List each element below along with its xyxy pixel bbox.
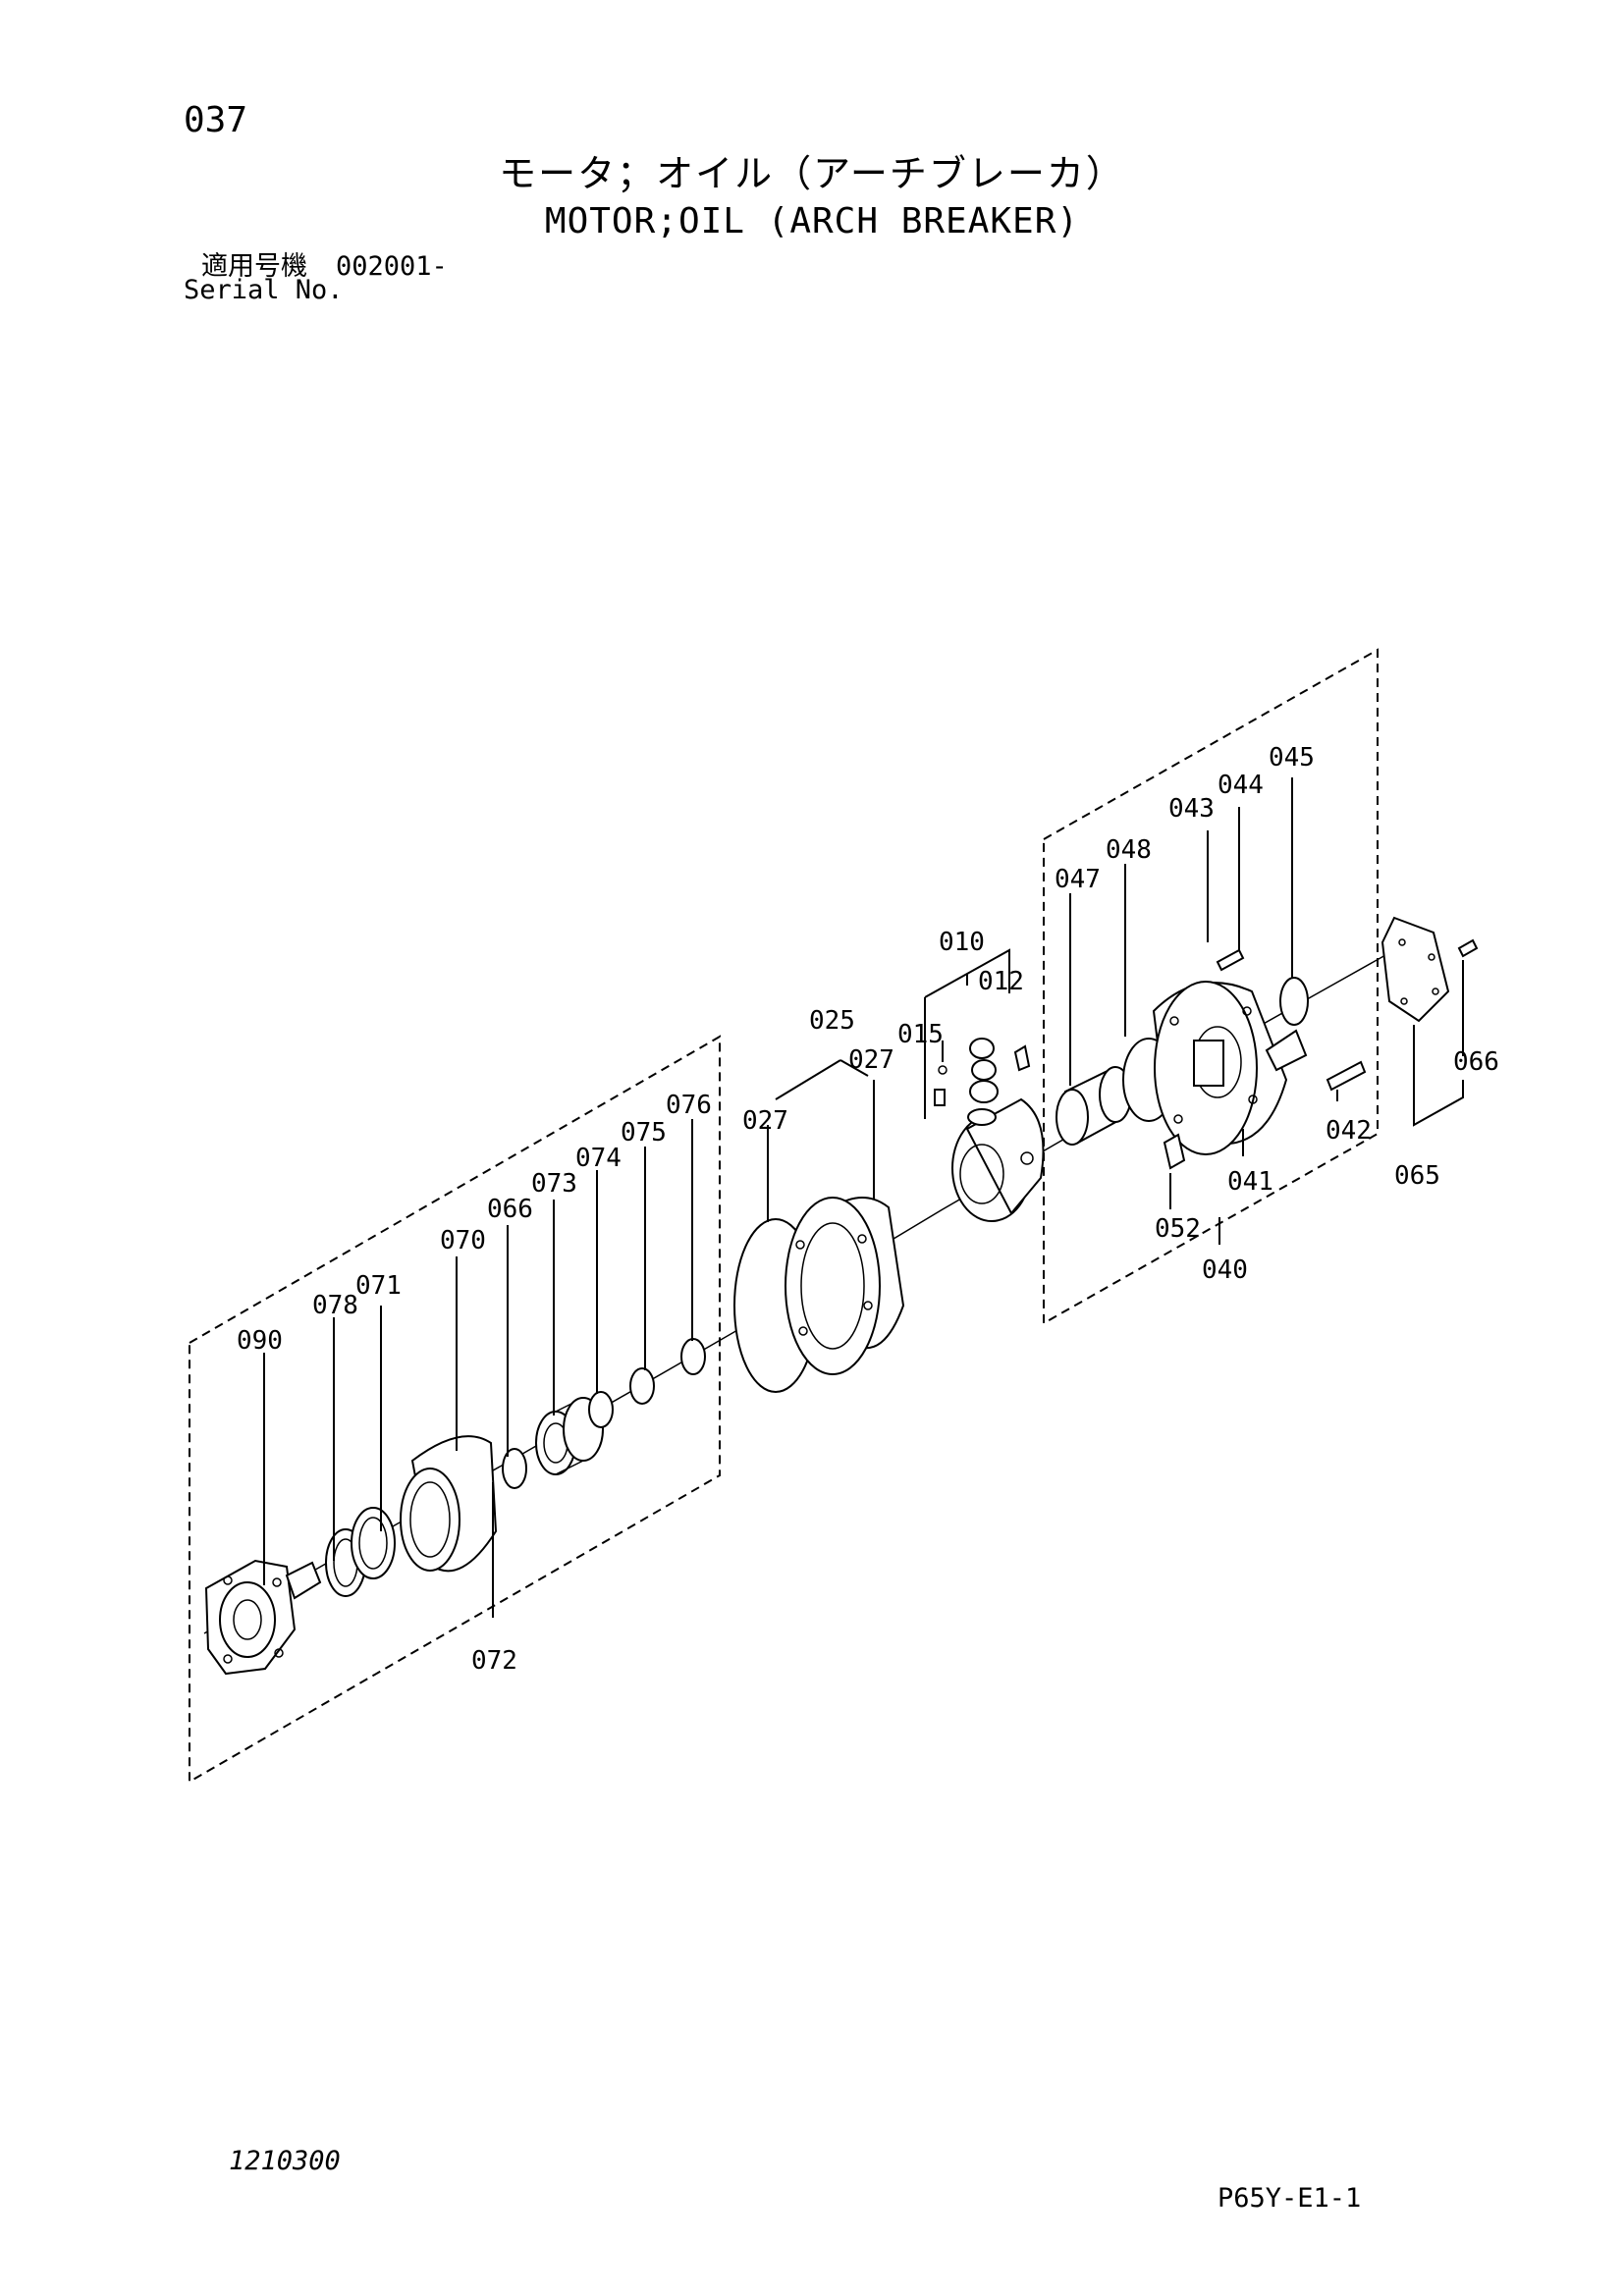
figure-code: P65Y-E1-1 (1218, 2183, 1362, 2214)
callout-040: 040 (1202, 1255, 1248, 1285)
part-077-ring (680, 1338, 706, 1375)
callout-090: 090 (237, 1326, 283, 1356)
part-012-pistons (969, 1038, 1031, 1103)
part-042-bolt (1326, 1060, 1367, 1092)
part-076-ring (629, 1367, 655, 1405)
callout-052: 052 (1155, 1214, 1201, 1244)
document-number: 1210300 (229, 2146, 341, 2176)
callout-047: 047 (1055, 865, 1101, 894)
part-041-body (1152, 981, 1308, 1155)
serial-label-english: Serial No. (184, 275, 344, 305)
callout-070: 072 (471, 1646, 517, 1676)
callout-010: 010 (939, 928, 985, 957)
part-073-bearing (351, 1507, 396, 1579)
group-box-040 (1043, 648, 1379, 1325)
callout-072: 066 (487, 1195, 533, 1224)
title-japanese: モータ；オイル（アーチブレーカ） (499, 152, 1125, 195)
callout-074: 073 (531, 1169, 577, 1199)
callout-015: 015 (897, 1020, 944, 1049)
callout-075: 074 (575, 1144, 622, 1173)
part-066-screw (1457, 938, 1479, 958)
callout-044: 044 (1218, 771, 1264, 800)
callout-048: 048 (1106, 835, 1152, 865)
part-052-plug (1163, 1133, 1186, 1170)
serial-value: 002001- (336, 251, 448, 282)
callout-066: 066 (1453, 1047, 1499, 1077)
part-015-pin (934, 1065, 947, 1106)
callout-045: 045 (1269, 743, 1315, 773)
callout-025: 025 (809, 1006, 855, 1036)
part-071-housing (400, 1435, 498, 1573)
serial-label-japanese: 適用号機 (201, 251, 307, 282)
part-043-bolt (1216, 948, 1245, 972)
callout-042: 042 (1326, 1116, 1372, 1146)
callout-076: 075 (621, 1118, 667, 1148)
callout-071: 070 (440, 1226, 486, 1255)
callout-078: 078 (312, 1291, 358, 1320)
title-english: MOTOR;OIL (ARCH BREAKER) (544, 201, 1080, 241)
callout-073: 071 (355, 1271, 402, 1301)
page-number: 037 (184, 100, 248, 140)
callout-043: 043 (1168, 794, 1215, 824)
callout-labels: 090 078 071 070 066 073 074 075 076 027 … (237, 743, 1499, 1676)
part-010-rotor (951, 1097, 1045, 1222)
callout-065: 065 (1394, 1161, 1440, 1191)
part-090-flange (204, 1559, 322, 1676)
part-025-ring-gear (785, 1197, 905, 1375)
part-075-ring (588, 1391, 614, 1428)
part-045-o-ring (1279, 977, 1309, 1026)
leader-lines (263, 777, 1464, 1618)
callout-012: 012 (978, 967, 1024, 996)
group-box-070 (189, 1035, 721, 1784)
o-ring-small (967, 1108, 997, 1126)
callout-077: 076 (666, 1091, 712, 1120)
part-072-snap-ring (502, 1448, 527, 1489)
callout-027-right: 027 (848, 1045, 894, 1075)
callout-027-left: 027 (742, 1106, 788, 1136)
part-047-shaft (1056, 1066, 1132, 1146)
callout-041: 041 (1227, 1167, 1273, 1197)
part-065-cover (1380, 916, 1450, 1023)
